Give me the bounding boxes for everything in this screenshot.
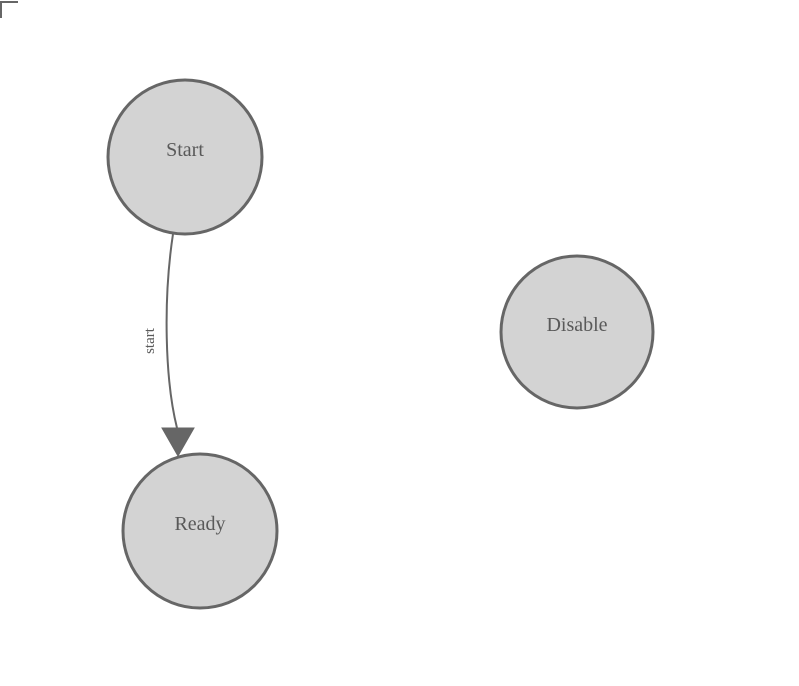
edge-line (165, 233, 178, 429)
arrowhead-icon (161, 427, 195, 458)
node-start[interactable]: Start (106, 78, 264, 236)
node-disable-label: Disable (546, 314, 607, 336)
node-ready-circle (121, 452, 279, 610)
node-start-label: Start (166, 139, 204, 161)
edge-label-start: start (142, 327, 158, 354)
node-start-circle (106, 78, 264, 236)
edge-start-to-ready[interactable]: start (142, 233, 195, 458)
node-ready[interactable]: Ready (121, 452, 279, 610)
node-disable-circle (499, 254, 655, 410)
corner-mark-icon (0, 1, 18, 18)
node-ready-label: Ready (174, 513, 225, 535)
node-disable[interactable]: Disable (499, 254, 655, 410)
